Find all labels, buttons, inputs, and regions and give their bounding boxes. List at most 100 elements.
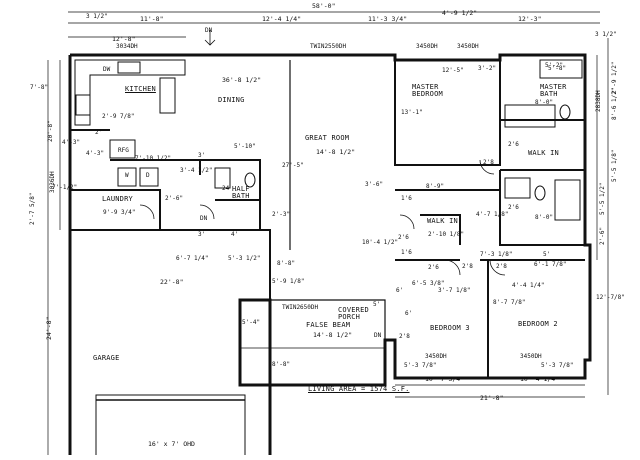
dim-mbath-8: 8'-0": [535, 99, 554, 106]
kitchen-sink: [117, 61, 141, 74]
dim-b2-87: 8'-7 7/8": [493, 299, 526, 306]
dim-h-67: 6'-7 1/4": [176, 255, 209, 262]
dim-right-offset: 3 1/2": [595, 31, 617, 38]
dim-b3-6: 6': [396, 287, 404, 294]
dim-b3-26: 2'6: [428, 264, 439, 271]
label-rfg: RFG: [118, 147, 129, 154]
room-garage: GARAGE: [93, 354, 120, 362]
dim-left-6: 24'-8": [45, 316, 53, 340]
label-dn-top: DN: [205, 27, 213, 34]
dim-porch-width: 14'-8 1/2": [313, 331, 353, 339]
dim-g-59: 5'-9 1/8": [272, 278, 305, 285]
dim-mbath-52: 5'-2": [545, 62, 564, 69]
dim-d-510: 5'-10": [234, 143, 256, 150]
dim-left-2: 20'-8": [47, 120, 54, 142]
dim-mb-89: 8'-9": [426, 183, 445, 190]
dim-k-29: 2'-9 7/8": [102, 113, 135, 120]
door-arc-halfbath: [199, 204, 215, 220]
window-porch: TWIN2650DH: [282, 304, 319, 311]
refrigerator: [109, 139, 136, 159]
hall-vanity: [504, 177, 531, 199]
dim-bottom-seg-1: 10'-7 3/4": [425, 375, 465, 383]
dim-garage-width: 22'-8": [160, 278, 184, 286]
label-false-beam: FALSE BEAM: [306, 321, 351, 329]
dim-left-5: 2'-7 5/8": [29, 192, 36, 225]
room-master-bath: MASTER BATH: [540, 83, 567, 98]
dim-right-5: 2'-6": [599, 226, 606, 245]
dim-top-seg-3: 11'-3 3/4": [368, 15, 408, 23]
door-arc-bed3: [444, 259, 461, 276]
window-great-room: TWIN2550DH: [310, 43, 347, 50]
room-laundry: LAUNDRY: [102, 195, 133, 203]
dim-hall-47: 4'-7 1/8": [476, 211, 509, 218]
room-covered-porch: COVERED PORCH: [338, 306, 369, 321]
dim-kitchen-width: 12'-8": [112, 35, 136, 43]
range: [75, 94, 91, 116]
dim-hall-104: 10'-4 1/2": [362, 239, 399, 246]
dim-hall-26: 2'6: [398, 234, 409, 241]
dim-h-53: 5'-3 1/2": [228, 255, 261, 262]
dim-k-43: 4'-3": [86, 150, 105, 157]
dim-mb-125: 12'-5": [442, 67, 464, 74]
dim-mb-28: 2'8: [483, 159, 494, 166]
half-bath-toilet: [244, 172, 256, 188]
dim-porch-88: 8'-8": [272, 361, 291, 368]
master-bath-wall: [500, 119, 585, 171]
dim-l-34: 3'-4 1/2": [180, 167, 213, 174]
label-living-area: LIVING AREA = 1574 S.F.: [308, 385, 410, 393]
dim-b3-53: 5'-3 7/8": [404, 362, 437, 369]
dim-k-2: 2': [95, 129, 103, 136]
room-walk-in-master: WALK IN: [528, 149, 559, 157]
dim-b2-5: 5': [543, 251, 551, 258]
dim-top-seg-4: 4'-9 1/2": [442, 9, 478, 17]
dim-right-3: 5'-5 1/8": [611, 149, 618, 182]
hall-toilet: [534, 185, 546, 201]
dim-l-99: 9'-9 3/4": [103, 209, 136, 216]
window-kitchen: 3034DH: [116, 43, 138, 50]
dim-porch-5: 5': [373, 301, 381, 308]
room-kitchen: KITCHEN: [125, 85, 156, 93]
window-bed3: 3450DH: [425, 353, 447, 360]
dim-hb-23: 2'-3": [272, 211, 291, 218]
dim-left-4: 7'-1/2": [52, 184, 78, 191]
label-garage-door: 16' x 7' OHD: [148, 440, 195, 448]
room-great-room: GREAT ROOM: [305, 134, 350, 142]
dim-mbath-8b: 8'-0": [535, 214, 554, 221]
dim-mbath-26b: 2'6: [508, 204, 519, 211]
dim-great-room-height: 27'-5": [282, 162, 304, 169]
room-bedroom-3: BEDROOM 3: [430, 324, 470, 332]
label-washer: W: [125, 172, 129, 179]
dim-top-seg-5: 12'-3": [518, 15, 542, 23]
dim-g-88: 8'-8": [277, 260, 296, 267]
dim-mbath-32: 3'-2": [478, 65, 497, 72]
label-dryer: D: [146, 172, 150, 179]
hall-bath-wall: [499, 170, 585, 246]
dim-l-3: 3': [198, 231, 206, 238]
dim-k-710: 7'-10 1/2": [135, 155, 172, 162]
dim-left-1: 7'-8": [30, 84, 49, 91]
dim-b3-28: 2'8: [399, 333, 410, 340]
door-arc-master: [479, 159, 495, 175]
master-vanity: [504, 104, 556, 128]
dim-b3-37: 3'-7 1/8": [438, 287, 471, 294]
dim-right-6: 12'-7/8": [596, 294, 625, 301]
dim-left-offset: 3 1/2": [86, 13, 108, 20]
dim-great-room-width: 14'-8 1/2": [316, 148, 356, 156]
garage-wall: [70, 229, 271, 300]
door-arc-laundry: [139, 204, 155, 220]
room-half-bath: HALF BATH: [232, 185, 250, 200]
door-arc-walkin: [399, 214, 415, 230]
laundry-wall: [70, 189, 161, 230]
master-toilet: [559, 104, 571, 120]
dim-top-seg-1: 11'-8": [140, 15, 164, 23]
kitchen-island: [159, 77, 176, 114]
washer: [117, 167, 137, 187]
master-tub: [539, 59, 583, 79]
dim-hb-24: 24: [222, 185, 230, 192]
dim-total-width: 58'-0": [312, 2, 336, 10]
dim-b2-53: 5'-3 7/8": [541, 362, 574, 369]
room-bedroom-2: BEDROOM 2: [518, 320, 558, 328]
dim-mb-26: 2'6: [508, 141, 519, 148]
dim-b2-44: 4'-4 1/4": [512, 282, 545, 289]
